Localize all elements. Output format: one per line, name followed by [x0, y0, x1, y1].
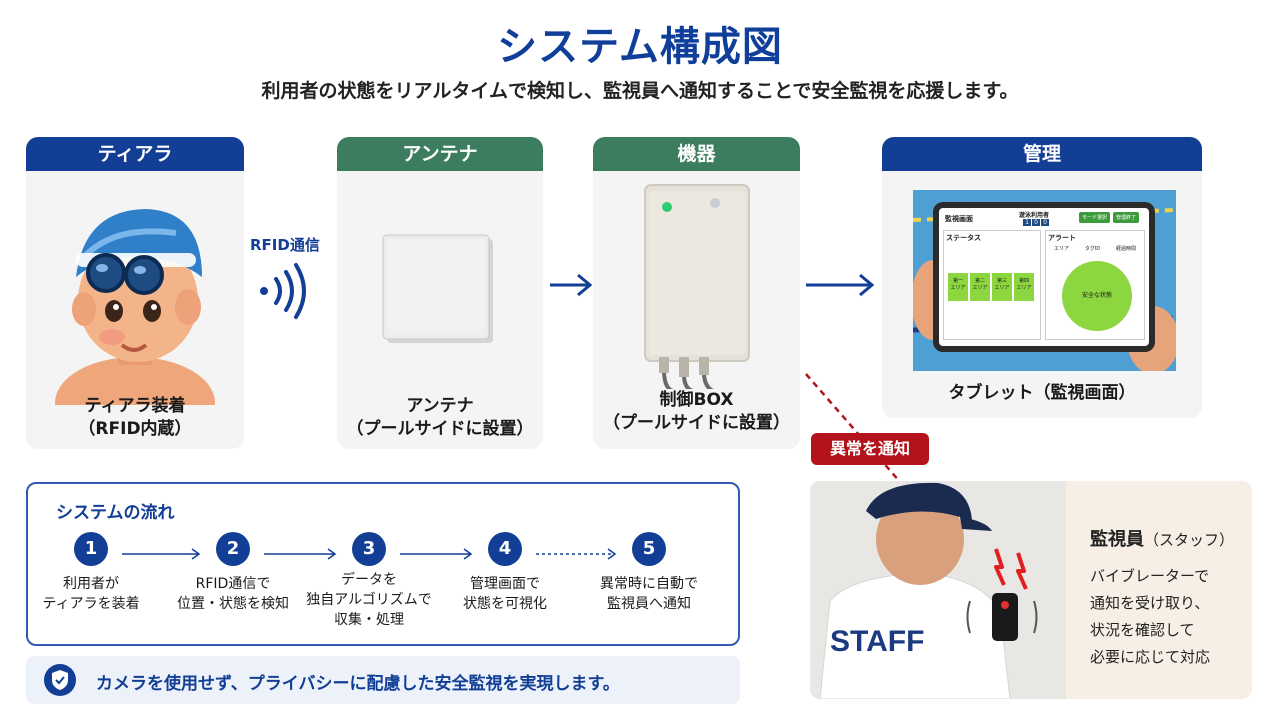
card-antenna-header: アンテナ [337, 137, 543, 171]
count-digit: 0 [1041, 219, 1049, 226]
card-antenna-caption: アンテナ （プールサイドに設置） [337, 395, 543, 441]
step-text-line: ティアラを装着 [42, 596, 140, 612]
status-label: ステータス [946, 234, 981, 242]
count-digit: 0 [1032, 219, 1040, 226]
privacy-text: カメラを使用せず、プライバシーに配慮した安全監視を実現します。 [96, 674, 620, 694]
staff-title: 監視員（スタッフ） [1090, 525, 1234, 551]
screen-title: 監視画面 [945, 215, 973, 223]
staff-panel: STAFF 監視員（スタッフ） バイブレーターで 通知を受け取り、 状況を確認し… [810, 481, 1252, 699]
area-tile[interactable]: 第三 エリア [992, 273, 1012, 301]
mode-button[interactable]: モード選択 [1079, 212, 1111, 223]
step-number: 2 [216, 532, 250, 566]
safe-label: 安全な状態 [1081, 292, 1112, 299]
shield-check-icon [44, 664, 76, 696]
card-device-caption: 制御BOX （プールサイドに設置） [593, 389, 800, 435]
step-number: 3 [352, 532, 386, 566]
staff-desc-line: バイブレーターで [1090, 567, 1210, 585]
card-tiara-caption-line2: （RFID内蔵） [78, 419, 192, 439]
antenna-panel-image [382, 234, 493, 343]
dashed-arrow-right-icon [536, 548, 617, 560]
privacy-note: カメラを使用せず、プライバシーに配慮した安全監視を実現します。 [26, 656, 740, 704]
page-title: システム構成図 [497, 24, 783, 70]
step-text-line: 監視員へ通知 [607, 596, 691, 612]
arrow-right-icon [122, 548, 201, 560]
card-tiara-caption-line1: ティアラ装着 [84, 396, 186, 416]
staff-desc-line: 通知を受け取り、 [1090, 594, 1210, 612]
card-tiara-caption: ティアラ装着 （RFID内蔵） [26, 395, 244, 441]
staff-description: バイブレーターで 通知を受け取り、 状況を確認して 必要に応じて対応 [1090, 563, 1210, 671]
tablet-frame: 監視画面 遊泳利用者 1 0 0 モード選択 管理終了 ステータス 第一 エリア… [933, 202, 1155, 352]
step-text-line: 利用者が [63, 576, 119, 592]
card-tiara-header: ティアラ [26, 137, 244, 171]
safe-status-circle: 安全な状態 [1062, 261, 1132, 331]
step-text-line: RFID通信で [195, 576, 271, 592]
count-digits: 1 0 0 [1023, 219, 1049, 226]
step-text: 異常時に自動で 監視員へ通知 [569, 574, 729, 614]
step-text-line: データを [341, 572, 397, 588]
staff-title-main: 監視員 [1090, 529, 1144, 550]
arrow-right-icon [806, 273, 875, 297]
arrow-right-icon [264, 548, 337, 560]
control-box-image [644, 184, 750, 389]
arrow-right-icon [550, 273, 593, 297]
step-text-line: 状態を可視化 [463, 596, 547, 612]
step-text: 管理画面で 状態を可視化 [425, 574, 585, 614]
staff-photo: STAFF [810, 481, 1066, 699]
card-antenna-caption-line2: （プールサイドに設置） [346, 419, 534, 439]
wave-icon [260, 263, 306, 319]
area-tile[interactable]: 第四 エリア [1014, 273, 1034, 301]
flow-title: システムの流れ [56, 503, 175, 523]
alert-col: エリア [1053, 246, 1069, 252]
child-swimmer-illustration [55, 209, 215, 405]
alert-col: タグID [1084, 246, 1101, 252]
step-text-line: 管理画面で [470, 576, 540, 592]
card-device-caption-line1: 制御BOX [659, 390, 734, 410]
staff-desc-line: 必要に応じて対応 [1090, 648, 1211, 666]
staff-desc-line: 状況を確認して [1090, 621, 1195, 639]
card-device-caption-line2: （プールサイドに設置） [603, 413, 790, 433]
tablet-screen: 監視画面 遊泳利用者 1 0 0 モード選択 管理終了 ステータス 第一 エリア… [939, 208, 1149, 346]
step-number: 1 [74, 532, 108, 566]
staff-illustration: STAFF [810, 481, 1066, 699]
step-number: 4 [488, 532, 522, 566]
status-panel: ステータス 第一 エリア 第二 エリア 第三 エリア 第四 エリア [943, 230, 1041, 340]
end-button[interactable]: 管理終了 [1113, 212, 1140, 223]
card-antenna: アンテナ アンテナ （プールサイドに設置） [337, 137, 543, 449]
step-text-line: 異常時に自動で [600, 576, 698, 592]
card-device-header: 機器 [593, 137, 800, 171]
card-manage-caption: タブレット（監視画面） [948, 383, 1136, 403]
alert-badge: 異常を通知 [811, 433, 929, 465]
staff-title-sub: （スタッフ） [1144, 531, 1235, 549]
card-manage-header: 管理 [882, 137, 1202, 171]
staff-shirt-text: STAFF [830, 625, 924, 658]
page-subtitle: 利用者の状態をリアルタイムで検知し、監視員へ通知することで安全監視を応援します。 [261, 80, 1019, 102]
alert-label: アラート [1048, 234, 1076, 242]
rfid-label: RFID通信 [250, 236, 320, 254]
card-tiara: ティアラ ティアラ装着 （RFID内蔵） [26, 137, 244, 449]
step-text-line: 位置・状態を検知 [177, 596, 289, 612]
system-flow-box: システムの流れ 1 利用者が ティアラを装着 2 RFID通信で 位置・状態を検… [26, 482, 740, 646]
step-text: RFID通信で 位置・状態を検知 [153, 574, 313, 614]
area-grid: 第一 エリア 第二 エリア 第三 エリア 第四 エリア [948, 273, 1034, 301]
step-text-line: 独自アルゴリズムで [306, 592, 432, 608]
card-antenna-caption-line1: アンテナ [406, 396, 474, 416]
card-manage: 管理 監視画面 遊泳利用者 1 0 0 モード選択 管理終了 ステータス [882, 137, 1202, 418]
alert-panel: アラート エリア タグID 経過時間 安全な状態 [1045, 230, 1145, 340]
alert-col: 経過時間 [1116, 246, 1137, 252]
card-device: 機器 制御BOX （プールサイドに設置） [593, 137, 800, 449]
alert-columns: エリア タグID 経過時間 [1046, 245, 1144, 252]
area-tile[interactable]: 第一 エリア [948, 273, 968, 301]
tablet-photo: 監視画面 遊泳利用者 1 0 0 モード選択 管理終了 ステータス 第一 エリア… [913, 190, 1176, 371]
count-label: 遊泳利用者 [1019, 212, 1050, 219]
step-text-line: 収集・処理 [334, 612, 404, 628]
step-text: 利用者が ティアラを装着 [11, 574, 171, 614]
arrow-right-icon [400, 548, 473, 560]
step-text: データを 独自アルゴリズムで 収集・処理 [289, 570, 449, 630]
count-digit: 1 [1023, 219, 1031, 226]
step-number: 5 [632, 532, 666, 566]
area-tile[interactable]: 第二 エリア [970, 273, 990, 301]
